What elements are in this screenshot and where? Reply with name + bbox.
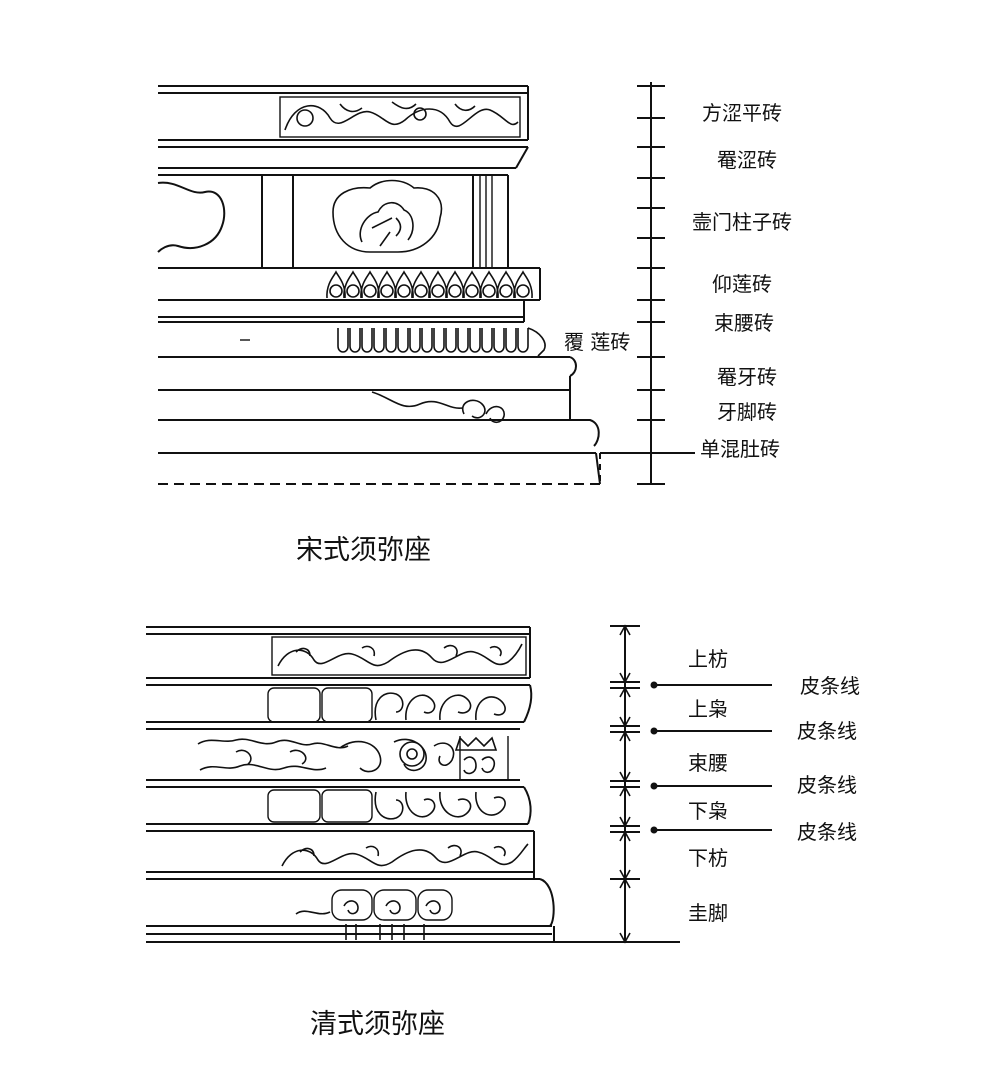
dimension-arrowhead xyxy=(619,932,631,944)
dimension-arrowhead xyxy=(619,785,631,797)
label-shuyao: 束腰 xyxy=(688,751,728,775)
song-fulian-petals xyxy=(337,328,529,353)
lotus-petal-up xyxy=(343,270,363,299)
qing-xiafang-scroll xyxy=(281,843,529,867)
lotus-petal-up xyxy=(496,270,516,299)
lotus-petal-down xyxy=(505,328,517,353)
pitiao-leader-1 xyxy=(650,681,772,689)
label-juanya-zhuan: 罨牙砖 xyxy=(717,365,777,389)
lotus-petal-up xyxy=(513,270,533,299)
label-humen-zhuzi-zhuan: 壸门柱子砖 xyxy=(692,210,792,234)
lotus-petal-down xyxy=(337,328,349,353)
label-juanse-zhuan: 罨涩砖 xyxy=(717,148,777,172)
lotus-petal-down xyxy=(433,328,445,353)
lotus-petal-up xyxy=(377,270,397,299)
dimension-arrowhead xyxy=(619,624,631,636)
lotus-bud xyxy=(414,284,428,298)
song-scale-bar xyxy=(637,82,665,485)
dimension-arrowhead xyxy=(619,830,631,842)
caption-qing-xumizuo: 清式须弥座 xyxy=(310,1009,445,1040)
dimension-arrowhead xyxy=(619,730,631,742)
label-fangse-pingzhuan: 方涩平砖 xyxy=(702,101,782,125)
label-pitiaoxian-4: 皮条线 xyxy=(797,820,857,844)
dimension-arrowhead xyxy=(619,716,631,728)
lotus-bud xyxy=(465,284,479,298)
lotus-bud xyxy=(380,284,394,298)
label-yanglian-zhuan: 仰莲砖 xyxy=(712,272,772,296)
lotus-bud xyxy=(397,284,411,298)
lotus-petal-down xyxy=(361,328,373,353)
lotus-bud xyxy=(329,284,343,298)
pitiao-leader-3 xyxy=(650,782,772,790)
song-yanglian-petals xyxy=(326,270,533,299)
lotus-petal-down xyxy=(469,328,481,353)
label-pitiaoxian-3: 皮条线 xyxy=(797,773,857,797)
lotus-petal-up xyxy=(394,270,414,299)
qing-shangxiao-ornament xyxy=(374,692,506,721)
label-yajiao-zhuan: 牙脚砖 xyxy=(717,400,777,424)
lotus-petal-down xyxy=(397,328,409,353)
lotus-petal-up xyxy=(479,270,499,299)
lotus-bud xyxy=(516,284,530,298)
qing-guijiao-ornament xyxy=(295,889,453,940)
lotus-petal-down xyxy=(349,328,361,353)
song-top-scroll-ornament xyxy=(279,96,521,138)
dimension-arrowhead xyxy=(619,672,631,684)
lotus-petal-down xyxy=(445,328,457,353)
lotus-bud xyxy=(499,284,513,298)
lotus-petal-down xyxy=(385,328,397,353)
pitiao-leader-2 xyxy=(650,727,772,735)
dimension-arrowhead xyxy=(619,686,631,698)
qing-xumizuo-drawing xyxy=(146,626,680,943)
lotus-bud xyxy=(448,284,462,298)
lotus-petal-down xyxy=(517,328,529,353)
lotus-petal-up xyxy=(360,270,380,299)
dimension-arrowhead xyxy=(619,816,631,828)
lotus-bud xyxy=(482,284,496,298)
lotus-petal-down xyxy=(409,328,421,353)
lotus-bud xyxy=(363,284,377,298)
qing-shuyao-cloud-ornament xyxy=(197,736,509,780)
lotus-petal-down xyxy=(373,328,385,353)
label-xiafang: 下枋 xyxy=(688,846,728,870)
qing-shangfang-scroll xyxy=(271,636,527,676)
label-guijiao: 圭脚 xyxy=(688,901,728,925)
lotus-petal-up xyxy=(462,270,482,299)
label-shangfang: 上枋 xyxy=(688,647,728,671)
label-danhundu-zhuan: 单混肚砖 xyxy=(700,437,780,461)
song-xumizuo-drawing xyxy=(157,85,695,485)
lotus-petal-down xyxy=(421,328,433,353)
pitiao-leader-4 xyxy=(650,826,772,834)
qing-scale-bar xyxy=(610,624,640,944)
lotus-bud xyxy=(431,284,445,298)
lotus-petal-up xyxy=(326,270,346,299)
dimension-arrowhead xyxy=(619,877,631,889)
song-humen-medallion xyxy=(332,179,443,253)
lotus-petal-up xyxy=(411,270,431,299)
label-pitiaoxian-1: 皮条线 xyxy=(800,674,860,698)
lotus-petal-down xyxy=(481,328,493,353)
lotus-petal-up xyxy=(445,270,465,299)
caption-song-xumizuo: 宋式须弥座 xyxy=(296,535,431,566)
lotus-petal-up xyxy=(428,270,448,299)
dimension-arrowhead xyxy=(619,771,631,783)
label-xiaxiao: 下枭 xyxy=(688,799,728,823)
label-fulian-zhuan: 覆 莲砖 xyxy=(564,330,630,354)
label-pitiaoxian-2: 皮条线 xyxy=(797,719,857,743)
label-shuyao-zhuan: 束腰砖 xyxy=(714,311,774,335)
lotus-petal-down xyxy=(493,328,505,353)
label-shangxiao: 上枭 xyxy=(688,697,728,721)
lotus-petal-down xyxy=(457,328,469,353)
lotus-bud xyxy=(346,284,360,298)
